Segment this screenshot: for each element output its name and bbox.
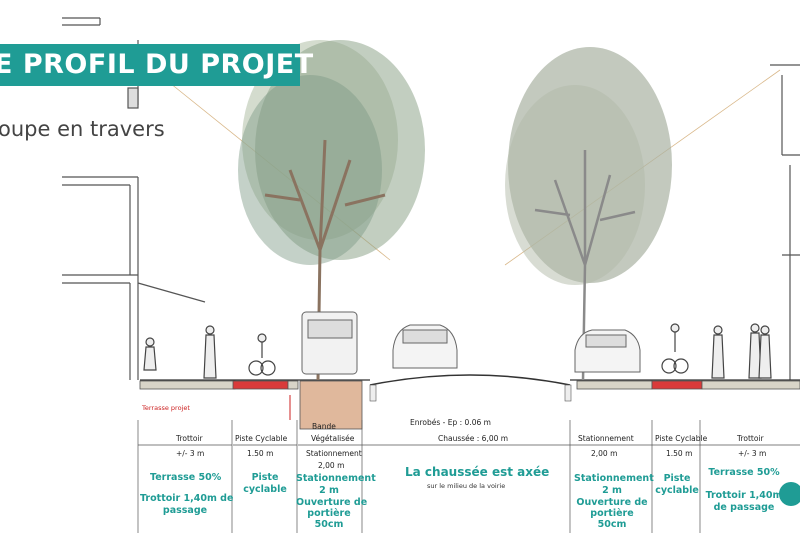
page-title: E PROFIL DU PROJET bbox=[0, 49, 314, 80]
car-on-road bbox=[392, 324, 458, 369]
right-trottoir-dim: +/- 3 m bbox=[738, 449, 767, 458]
right-trottoir-label: Trottoir bbox=[737, 434, 764, 443]
tree-pit bbox=[289, 380, 363, 430]
left-terrasse-pct: Terrasse 50% bbox=[150, 472, 222, 483]
ground-profile bbox=[139, 374, 800, 402]
left-piste-line1: Piste bbox=[251, 472, 279, 483]
left-piste-line2: cyclable bbox=[243, 484, 287, 495]
left-stat-line5: 50cm bbox=[314, 519, 344, 530]
left-building bbox=[62, 17, 206, 380]
left-tree bbox=[238, 40, 425, 381]
right-terrasse-pct: Terrasse 50% bbox=[708, 467, 780, 478]
left-stat-line4: portière bbox=[307, 508, 351, 519]
bande-label: Bande bbox=[312, 422, 336, 431]
right-trottoir-passage-1: Trottoir 1,40m bbox=[705, 490, 783, 501]
main-road-label: La chaussée est axée bbox=[405, 465, 550, 479]
terrasse-projet-label: Terrasse projet bbox=[142, 404, 190, 412]
left-stat-line2: 2 m bbox=[319, 485, 339, 496]
right-stat-line1: Stationnement bbox=[574, 473, 654, 484]
right-piste-line2: cyclable bbox=[655, 485, 699, 496]
title-banner: E PROFIL DU PROJET bbox=[0, 44, 313, 86]
right-stationnement-dim: 2,00 m bbox=[591, 449, 618, 458]
dimension-lines bbox=[137, 420, 800, 533]
right-piste-dim: 1.50 m bbox=[666, 449, 693, 458]
chaussee-label: Chaussée : 6,00 m bbox=[438, 434, 509, 443]
right-stat-line4: portière bbox=[590, 508, 634, 519]
left-stat-line1: Stationnement bbox=[296, 473, 376, 484]
left-trottoir-passage-2: passage bbox=[162, 505, 208, 516]
vegetalisee-label: Végétalisée bbox=[311, 434, 355, 443]
right-stationnement-label: Stationnement bbox=[578, 434, 634, 443]
right-stat-line2: 2 m bbox=[602, 485, 622, 496]
city-logo-icon bbox=[779, 482, 800, 506]
right-building bbox=[770, 64, 800, 380]
parked-car-right bbox=[574, 329, 641, 373]
main-road-sublabel: sur le milieu de la voirie bbox=[427, 482, 506, 490]
left-trottoir-dim: +/- 3 m bbox=[176, 449, 205, 458]
cyclists bbox=[248, 323, 689, 376]
left-piste-dim: 1.50 m bbox=[247, 449, 274, 458]
left-stat-line3: Ouverture de bbox=[296, 497, 368, 508]
right-stat-line3: Ouverture de bbox=[576, 497, 648, 508]
parked-truck bbox=[301, 311, 358, 375]
right-stat-line5: 50cm bbox=[597, 519, 627, 530]
right-trottoir-passage-2: de passage bbox=[713, 502, 775, 513]
left-stationnement-dim: 2,00 m bbox=[318, 461, 345, 470]
right-piste-label: Piste Cyclable bbox=[655, 434, 708, 443]
left-stationnement-label: Stationnement bbox=[306, 449, 362, 458]
right-tree bbox=[505, 47, 672, 381]
pedestrians bbox=[143, 323, 772, 379]
enrobes-label: Enrobés - Ep : 0.06 m bbox=[410, 418, 491, 427]
left-piste-label: Piste Cyclable bbox=[235, 434, 288, 443]
right-piste-line1: Piste bbox=[663, 473, 691, 484]
page-subtitle: oupe en travers bbox=[0, 117, 165, 141]
left-trottoir-passage-1: Trottoir 1,40m de bbox=[140, 493, 234, 504]
left-trottoir-label: Trottoir bbox=[176, 434, 203, 443]
